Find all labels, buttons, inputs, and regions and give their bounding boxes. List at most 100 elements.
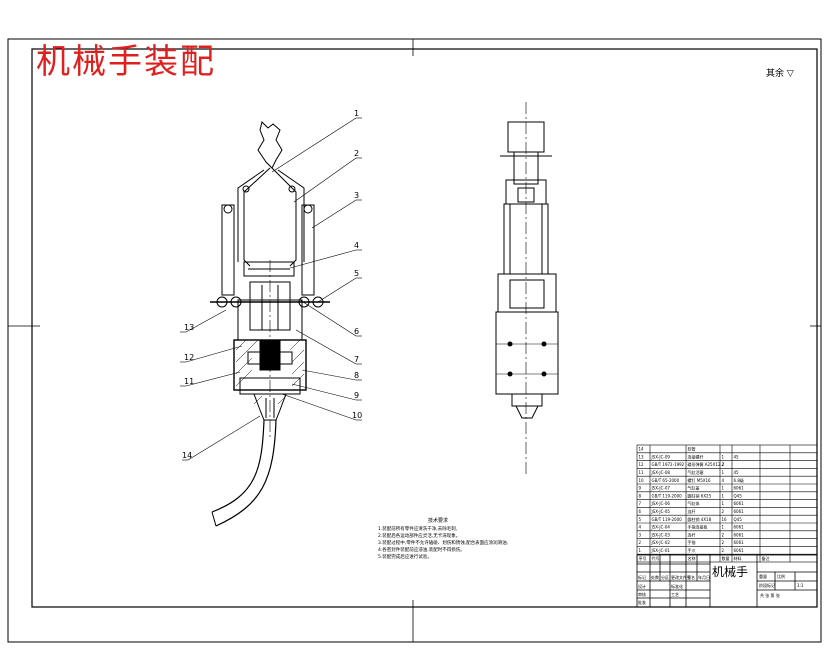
sheet-label: 共 张 第 张 (760, 592, 780, 598)
bom-cell: 7 (639, 501, 642, 506)
bom-cell: 6.8级 (734, 477, 744, 483)
bom-cell: 2 (722, 548, 725, 553)
bom-cell: JSX-JC-07 (651, 486, 671, 491)
bom-cell: 45 (734, 470, 740, 475)
inner-frame (31, 48, 818, 608)
bom-cell: Q45 (734, 517, 743, 522)
bom-cell: 软管 (688, 446, 696, 452)
bom-cell: 1 (722, 470, 725, 475)
bom-cell: 连接螺杆 (688, 453, 704, 459)
bom-cell: 1 (639, 548, 642, 553)
bom-cell: 13 (639, 454, 645, 459)
callout: 14 (182, 451, 192, 460)
bom-cell: 6061 (734, 501, 745, 506)
bom-cell: Q45 (734, 493, 743, 498)
bom-cell: 5 (639, 517, 642, 522)
callout: 1 (354, 109, 359, 118)
bom-cell: JSX-JC-03 (651, 532, 671, 537)
bom-cell: 6061 (734, 525, 745, 530)
bom-cell: 16 (722, 517, 728, 522)
bom-cell: JSX-JC-05 (651, 509, 671, 514)
bom-cell: 12 (639, 462, 645, 467)
bom-cell: 6061 (734, 548, 745, 553)
side-view (495, 121, 559, 419)
bom-cell: 1 (722, 486, 725, 491)
tb-cell: 重量 (759, 573, 767, 579)
bom-cell: 2 (722, 532, 725, 537)
note-line: 4.各密封件装配前应浸油,装配时不得损伤。 (378, 546, 465, 553)
bom-cell: 6061 (734, 486, 745, 491)
title-block-text: 机械手 比例 1:1 共 张 第 张 标记 处数 分区 更改文件号 签名 年月日… (638, 564, 804, 605)
bom-cell: 气缸盖 (688, 485, 700, 491)
scale-label: 比例 (777, 573, 785, 579)
tb-cell: 批准 (638, 599, 646, 605)
bom-header-cell: 数量 (722, 555, 730, 561)
note-line: 2.装配后各运动部件应灵活,无卡滞现象。 (378, 532, 460, 539)
callout: 11 (184, 377, 194, 386)
bom-cell: 1 (722, 454, 725, 459)
callout: 2 (354, 149, 359, 158)
callout-numbers: 1 2 3 4 5 6 7 8 9 10 13 12 11 14 (182, 109, 362, 460)
bom-cell: 6 (639, 509, 642, 514)
bom-cell: 圆柱销 4X18 (688, 516, 712, 522)
bom-cell: JSX-JC-06 (651, 501, 671, 506)
bom-cell: GB/T 65-2000 (652, 478, 680, 483)
callout: 9 (354, 391, 359, 400)
scale-value: 1:1 (797, 583, 804, 588)
bom-cell: JSX-JC-02 (651, 540, 671, 545)
bom-cell: 1 (722, 525, 725, 530)
bom-cell: 手爪 (688, 547, 696, 553)
bom-cell: 4 (722, 478, 725, 483)
note-line: 1.装配前所有零件应清洗干净,去除毛刺, (378, 525, 457, 532)
bom-cell: 14 (639, 447, 645, 452)
roughness-note: 其余 ▽ (766, 69, 794, 79)
bom-header-cell: 序号 (639, 555, 647, 561)
technical-requirements: 技术要求 1.装配前所有零件应清洗干净,去除毛刺, 2.装配后各运动部件应灵活,… (378, 517, 508, 560)
drawing-title: 机械手装配 (36, 42, 216, 82)
bom-frame (636, 444, 818, 563)
bom-cell: 2 (722, 540, 725, 545)
tb-cell: 标记 (638, 574, 646, 580)
bom-cell: 11 (639, 470, 645, 475)
callout: 7 (354, 355, 359, 364)
bom-cell: 气缸体 (688, 500, 700, 506)
tb-cell: 年月日 (698, 574, 710, 580)
callout: 6 (354, 327, 359, 336)
leader-lines (180, 117, 362, 461)
title-block (636, 554, 818, 608)
bom-cell: GB/T 1972-1992 (652, 462, 685, 467)
callout: 13 (184, 323, 194, 332)
drawing-name: 机械手 (712, 564, 748, 579)
bom-cell: JSX-JC-01 (651, 548, 671, 553)
tb-cell: 签名 (687, 574, 695, 580)
note-line: 3.装配过程中,零件不允许磕碰、划伤和锈蚀,配合表面应涂润滑油, (378, 539, 508, 546)
note-line: 5.装配完成后应进行试验。 (378, 553, 432, 560)
tb-cell: 分区 (661, 574, 669, 580)
bom-cell: 2 (639, 540, 642, 545)
bom-cell: 气缸活塞 (688, 469, 704, 475)
bom-cell: 1 (722, 501, 725, 506)
callout: 3 (354, 191, 359, 200)
callout: 5 (354, 269, 359, 278)
bom-cell: 6061 (734, 540, 745, 545)
bom-cell: 1 (722, 493, 725, 498)
bom-cell: 6061 (734, 532, 745, 537)
centering-marks (8, 39, 821, 642)
bom-cell: 碟形弹簧 A25X12.2 (688, 461, 725, 467)
bom-cell: JSX-JC-04 (651, 525, 671, 530)
bom-cell: 4 (639, 525, 642, 530)
bom-header-cell: 材料 (734, 555, 742, 561)
bom-cell: 6061 (734, 509, 745, 514)
bom-cell: 连杆 (688, 531, 696, 537)
bom-header-cell: 代号 (652, 555, 660, 561)
bom-header-cell: 名称 (688, 555, 696, 561)
bom-cell: 8 (639, 493, 642, 498)
bom-cell: 10 (639, 478, 645, 483)
section-hatching (235, 339, 305, 405)
bom-cell: 45 (734, 454, 740, 459)
bom-cell: JSX-JC-08 (651, 470, 671, 475)
callout: 4 (354, 241, 359, 250)
bom-cell: 3 (639, 532, 642, 537)
tb-cell: 设计 (638, 583, 646, 589)
